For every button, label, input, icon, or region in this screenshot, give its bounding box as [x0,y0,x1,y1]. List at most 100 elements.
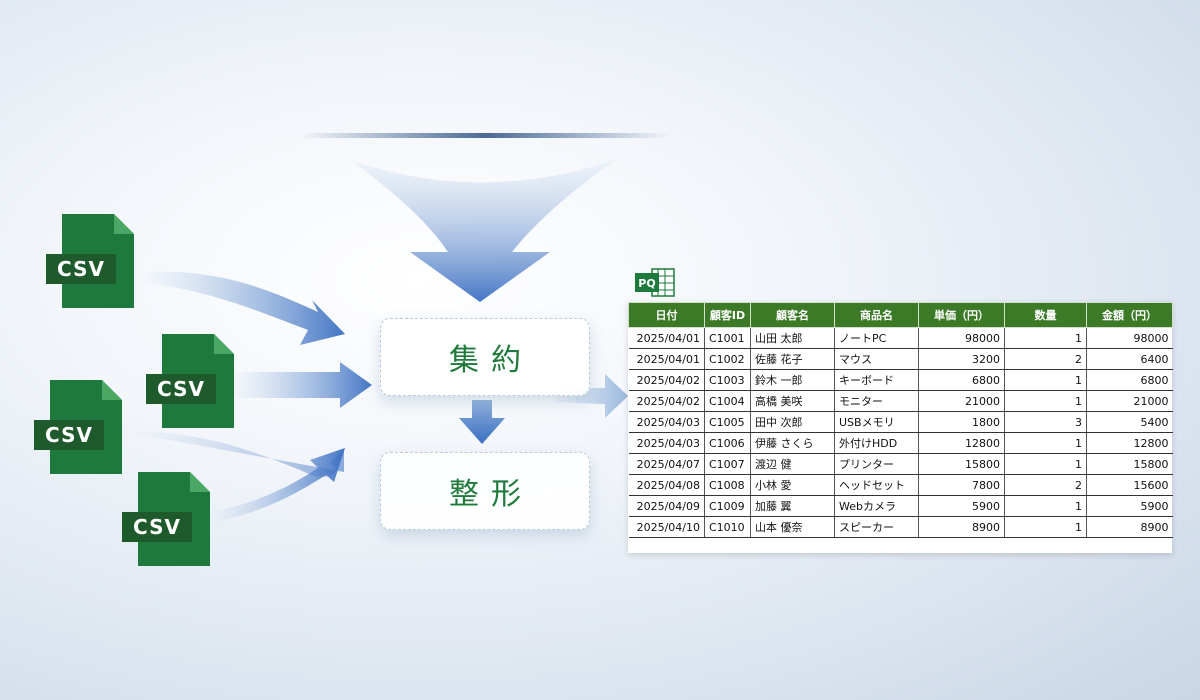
table-cell: 12800 [918,432,1005,454]
table-cell: 1 [1004,369,1087,391]
table-cell: C1002 [704,348,751,370]
power-query-icon: PQ [635,268,675,297]
table-cell: 加藤 翼 [750,495,835,517]
csv-file-icon: CSV [146,334,252,430]
aggregate-step-label: 集約 [449,343,533,378]
csv-file-icon: CSV [46,214,152,310]
table-cell: 5900 [1086,495,1173,517]
table-cell: 2025/04/10 [628,516,705,538]
table-cell: スピーカー [834,516,919,538]
table-cell: 1800 [918,411,1005,433]
table-cell: 15800 [918,453,1005,475]
column-header: 商品名 [834,302,919,328]
table-cell: ヘッドセット [834,474,919,496]
table-cell: 小林 愛 [750,474,835,496]
table-cell: 鈴木 一郎 [750,369,835,391]
column-header: 数量 [1004,302,1087,328]
table-cell: 21000 [918,390,1005,412]
stream-arrow-3 [125,431,344,477]
stream-arrow-2 [230,362,372,408]
table-cell: C1008 [704,474,751,496]
table-cell: 伊藤 さくら [750,432,835,454]
table-cell: Webカメラ [834,495,919,517]
table-cell: 2025/04/03 [628,432,705,454]
table-cell: 2025/04/02 [628,390,705,412]
table-cell: 21000 [1086,390,1173,412]
pq-icon-label: PQ [638,277,655,290]
stream-arrow-1 [140,271,345,345]
csv-file-icon: CSV [122,472,228,568]
table-cell: 15600 [1086,474,1173,496]
table-cell: 98000 [918,327,1005,349]
table-cell: 98000 [1086,327,1173,349]
down-arrow [459,400,505,444]
table-cell: C1010 [704,516,751,538]
column-header: 金額（円） [1086,302,1173,328]
table-cell: 6400 [1086,348,1173,370]
table-cell: USBメモリ [834,411,919,433]
table-cell: 8900 [1086,516,1173,538]
table-cell: 2025/04/09 [628,495,705,517]
table-cell: C1009 [704,495,751,517]
table-cell: 渡辺 健 [750,453,835,475]
table-cell: プリンター [834,453,919,475]
table-cell: 2025/04/08 [628,474,705,496]
table-cell: マウス [834,348,919,370]
table-cell: C1004 [704,390,751,412]
table-cell: 2025/04/03 [628,411,705,433]
table-cell: 1 [1004,453,1087,475]
table-cell: 15800 [1086,453,1173,475]
csv-label: CSV [34,420,104,450]
table-cell: 2025/04/07 [628,453,705,475]
table-cell: 1 [1004,327,1087,349]
table-cell: 12800 [1086,432,1173,454]
table-cell: C1003 [704,369,751,391]
column-header: 日付 [628,302,705,328]
column-header: 顧客名 [750,302,835,328]
table-cell: C1007 [704,453,751,475]
table-cell: C1005 [704,411,751,433]
table-cell: 外付けHDD [834,432,919,454]
table-cell: 7800 [918,474,1005,496]
table-cell: 2025/04/01 [628,348,705,370]
column-header: 顧客ID [704,302,751,328]
format-step-box: 整形 [380,452,590,530]
column-header: 単価（円） [918,302,1005,328]
table-header-row: 日付 顧客ID 顧客名 商品名 単価（円） 数量 金額（円） [628,302,1173,328]
table-cell: 6800 [1086,369,1173,391]
table-cell: 2 [1004,348,1087,370]
top-bar-line [300,133,670,138]
csv-file-icon: CSV [34,380,140,476]
table-cell: 1 [1004,432,1087,454]
table-cell: 6800 [918,369,1005,391]
table-cell: 3200 [918,348,1005,370]
stream-arrow-4 [210,448,345,522]
result-table: 日付 顧客ID 顧客名 商品名 単価（円） 数量 金額（円） 2025/04/0… [628,302,1173,553]
csv-label: CSV [122,512,192,542]
table-cell: 8900 [918,516,1005,538]
table-cell: 1 [1004,390,1087,412]
table-cell: 山田 太郎 [750,327,835,349]
format-step-label: 整形 [449,477,533,512]
table-cell: 5400 [1086,411,1173,433]
table-cell: C1006 [704,432,751,454]
table-cell: 5900 [918,495,1005,517]
table-cell: 3 [1004,411,1087,433]
table-cell: モニター [834,390,919,412]
output-arrow [555,374,628,418]
table-cell: キーボード [834,369,919,391]
csv-label: CSV [146,374,216,404]
funnel-arrow [350,160,615,302]
table-cell: 佐藤 花子 [750,348,835,370]
